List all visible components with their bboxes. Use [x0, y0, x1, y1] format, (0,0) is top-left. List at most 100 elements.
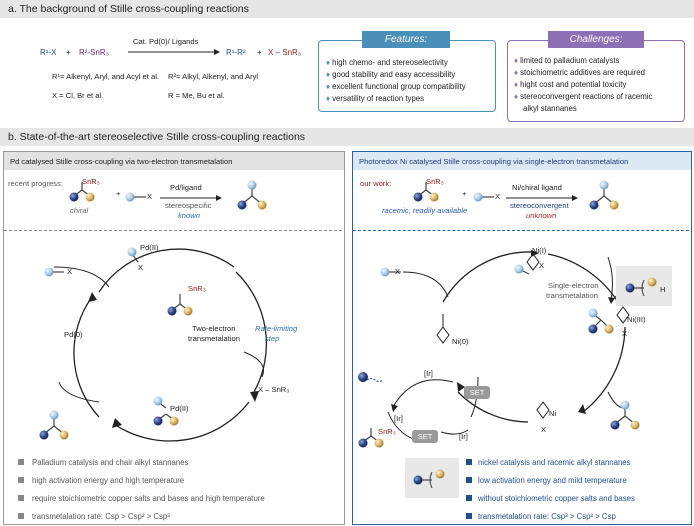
rate-limiting-label: Rate-limiting — [255, 324, 298, 333]
plus-sign: + — [66, 48, 71, 57]
xsnr3-byproduct: X – SnR₃ — [258, 385, 290, 394]
byproduct: X – SnR₃ — [268, 48, 302, 57]
pd-panel-header: Pd catalysed Stille cross-coupling via t… — [4, 152, 344, 170]
bullet-marker — [18, 513, 24, 519]
x-definition: X = Cl, Br et al. — [52, 91, 104, 100]
bullet-marker — [18, 459, 24, 465]
aryl-halide-molecule — [125, 192, 146, 202]
ni-bullet: without stoichiometric copper salts and … — [478, 494, 635, 503]
pd-ligand-conditions: Pd/ligand — [170, 183, 202, 192]
section-b-title: b. State-of-the-art stereoselective Stil… — [8, 131, 306, 143]
set-pill: SET — [412, 430, 438, 443]
ni-bullet: low activation energy and mild temperatu… — [478, 476, 627, 485]
pd2-top-x: X — [138, 263, 144, 272]
transmetalation-label: transmetalation — [188, 334, 240, 343]
pd-panel: Pd catalysed Stille cross-coupling via t… — [3, 151, 345, 525]
aryl-halide-molecule — [473, 192, 494, 202]
plus-sign: + — [462, 189, 467, 198]
ni1-label: Ni(I) — [532, 246, 547, 255]
ni-catalytic-cycle — [358, 250, 640, 448]
chiral-stannane-molecule — [69, 182, 95, 202]
ni-bullet: nickel catalysis and racemic alkyl stann… — [478, 458, 631, 467]
feature-item: ♦ high chemo- and stereoselectivity — [326, 58, 448, 67]
step-label: step — [265, 334, 280, 343]
single-electron-label: Single-electron — [548, 281, 599, 290]
pd2-top-label: Pd(II) — [140, 243, 159, 252]
product-molecule — [237, 180, 267, 210]
product-molecule — [589, 180, 619, 210]
ni-bottom-label: Ni — [549, 409, 557, 418]
bullet-marker — [466, 513, 472, 519]
ir-label-top: [Ir] — [424, 369, 433, 378]
snr3-label: SnR₃ — [82, 177, 100, 186]
snr3-label: SnR₃ — [426, 177, 444, 186]
stereoconvergent-label: stereoconvergent — [510, 201, 569, 210]
cycle-x-left: X — [67, 267, 73, 276]
unknown-label: unknown — [526, 211, 557, 220]
section-b-header: b. State-of-the-art stereoselective Stil… — [0, 128, 694, 146]
ni3-label: Ni(III) — [627, 315, 646, 324]
snr3-bottom: SnR₃ — [378, 427, 396, 436]
feature-item: ♦ versatility of reaction types — [326, 94, 425, 103]
ni-bottom-x: X — [541, 425, 547, 434]
r2snr3-reactant: R²-SnR₃ — [79, 48, 109, 57]
racemic-stannane-molecule — [413, 182, 439, 202]
r1-definition: R¹= Alkenyl, Aryl, and Acyl et al. — [52, 72, 159, 81]
challenge-item: alkyl stannanes — [523, 104, 577, 113]
feature-item: ♦ excellent functional group compatibili… — [326, 82, 466, 91]
halide-x: X — [495, 192, 501, 201]
challenge-item: ♦ stoichiometric additives are required — [514, 68, 645, 77]
challenges-tag: Challenges: — [548, 31, 644, 48]
ni-divider — [353, 230, 689, 231]
h-label: H — [660, 285, 666, 294]
halide-x: X — [147, 192, 153, 201]
reaction-arrow — [128, 49, 220, 55]
pd2-bottom-label: Pd(II) — [170, 404, 189, 413]
pd-bullet: high activation energy and high temperat… — [32, 476, 185, 485]
catalyst-conditions: Cat. Pd(0)/ Ligands — [133, 37, 199, 46]
reaction-arrow — [506, 195, 578, 201]
bullet-marker — [466, 477, 472, 483]
ni3-x: X — [622, 329, 628, 338]
ni-panel-header: Photoredox Ni catalysed Stille cross-cou… — [353, 152, 691, 170]
section-a-title: a. The background of Stille cross-coupli… — [8, 3, 249, 15]
set-pill: SET — [464, 386, 490, 399]
ir-label-mid: [Ir] — [394, 414, 403, 423]
ni1-x: X — [539, 261, 545, 270]
stereospecific-label: stereospecific — [165, 201, 212, 210]
pd-bullet: require stoichiometric copper salts and … — [32, 494, 265, 503]
challenge-item: ♦ hight cost and potential toxicity — [514, 80, 627, 89]
ir-label-minus: [Ir] — [459, 432, 468, 441]
coupled-product: R¹-R² — [226, 48, 246, 58]
alkyl-radical-box — [616, 266, 672, 306]
pd-bullet: transmetalation rate: Csp > Csp² > Csp³ — [32, 512, 170, 521]
chiral-label: chiral — [70, 206, 89, 215]
reaction-arrow — [160, 195, 222, 201]
r2-definition: R²= Alkyl, Alkenyl, and Aryl — [168, 72, 259, 81]
ni0-label: Ni(0) — [452, 337, 469, 346]
challenge-item: ♦ limited to palladium catalysts — [514, 56, 620, 65]
bullet-marker — [18, 495, 24, 501]
ni-ligand-conditions: Ni/chiral ligand — [512, 183, 562, 192]
features-tag: Features: — [362, 31, 450, 48]
racemic-label: racemic, readily available — [382, 206, 468, 215]
cycle-snr3: SnR₃ — [188, 284, 206, 293]
pd-divider — [4, 230, 342, 231]
product-label: R¹-R² — [226, 48, 246, 57]
bullet-marker — [466, 495, 472, 501]
feature-item: ♦ good stability and easy accessibility — [326, 70, 456, 79]
sets-transmetalation-label: transmetalation — [546, 291, 598, 300]
recent-progress-label: recent progress: — [8, 179, 63, 188]
two-electron-label: Two-electron — [192, 324, 236, 333]
alkyl-radical-icon — [625, 277, 657, 297]
challenge-item: ♦ stereoconvergent reactions of racemic — [514, 92, 653, 101]
section-a-header: a. The background of Stille cross-coupli… — [0, 0, 694, 18]
bullet-marker — [466, 459, 472, 465]
plus-sign: + — [116, 189, 121, 198]
r1x-reactant: R¹-X — [40, 48, 57, 57]
radical-intermediate-icon — [413, 469, 445, 489]
pd-bullet: Palladium catalysis and chair alkyl stan… — [32, 458, 189, 467]
known-label: known — [178, 211, 200, 220]
pd-catalytic-cycle — [39, 247, 268, 442]
ni-bullet: transmetalation rate: Csp³ > Csp² > Csp — [478, 512, 616, 521]
